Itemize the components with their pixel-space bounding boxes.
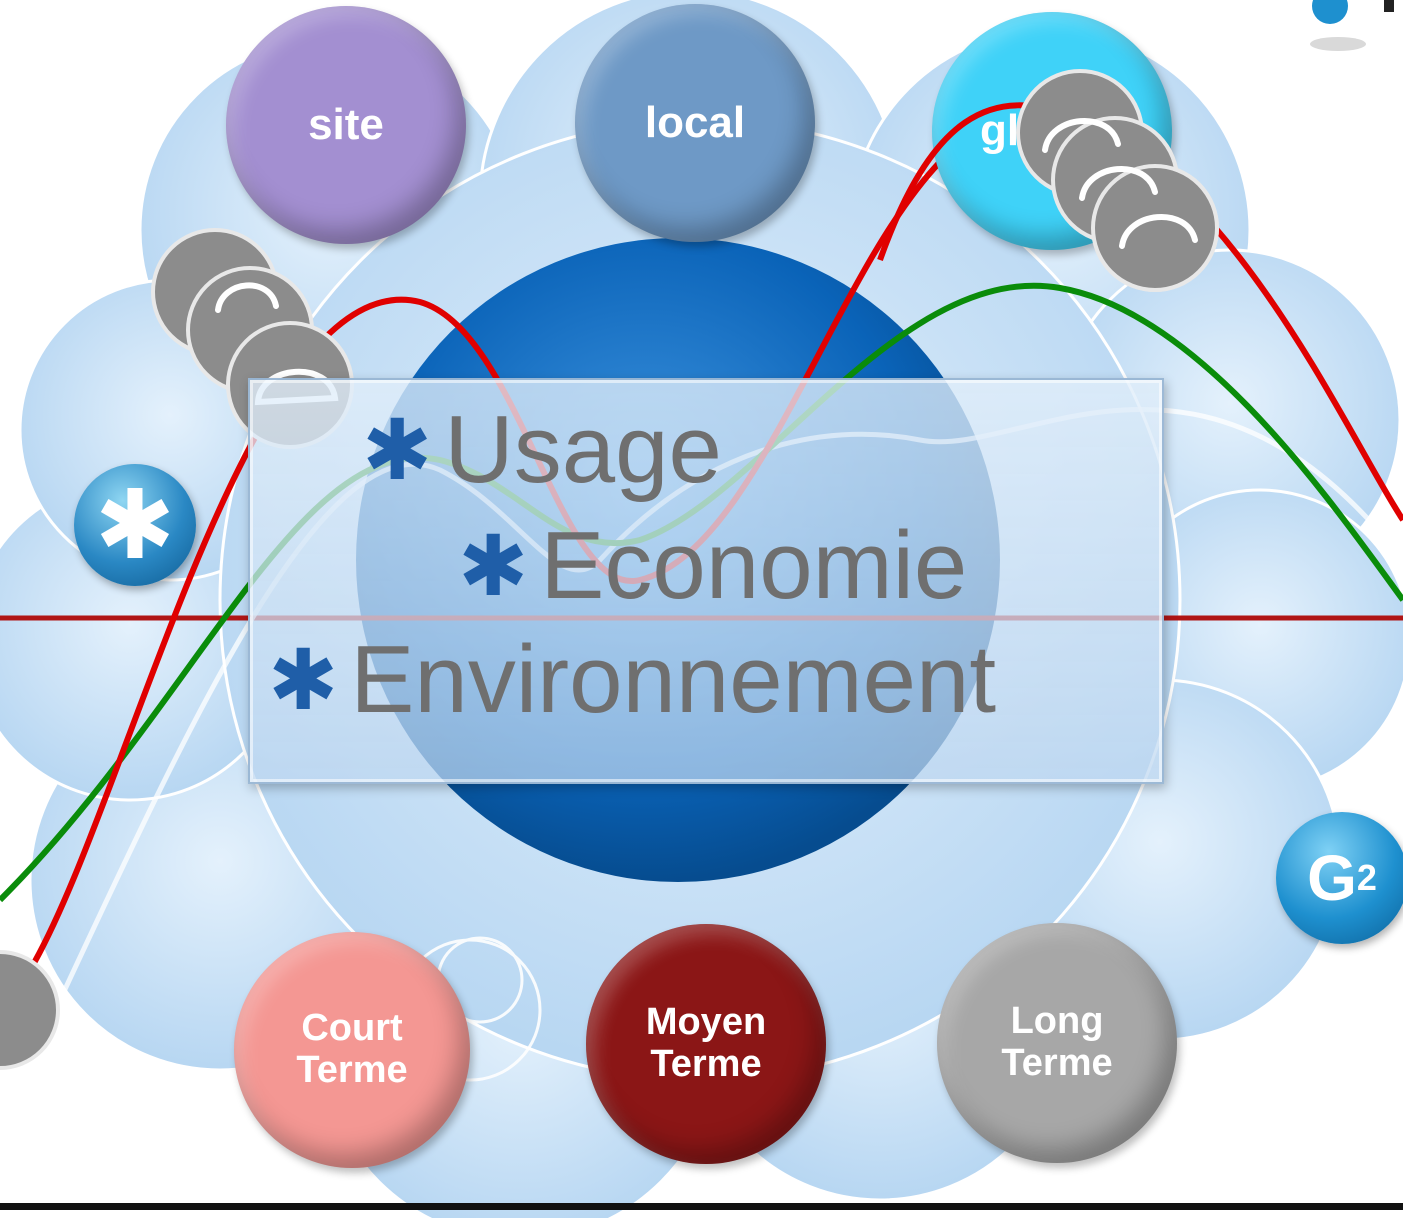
scope-bubble-global: gl bbox=[932, 12, 1172, 250]
term-bubble-court-label: Court Terme bbox=[296, 1007, 408, 1091]
term-bubble-moyen: Moyen Terme bbox=[586, 924, 826, 1164]
dragonfly-icon: ✱ bbox=[362, 403, 433, 497]
topic-usage: ✱ Usage bbox=[362, 402, 722, 498]
topic-economie-label: Economie bbox=[540, 512, 968, 619]
term-bubble-court: Court Terme bbox=[234, 932, 470, 1168]
scope-bubble-global-label: gl bbox=[980, 105, 1020, 155]
topic-usage-label: Usage bbox=[444, 396, 722, 503]
scope-bubble-local-label: local bbox=[644, 97, 746, 147]
dragonfly-icon: ✱ bbox=[268, 633, 339, 727]
topic-environnement: ✱ Environnement bbox=[268, 632, 996, 728]
bottom-rule bbox=[0, 1203, 1403, 1210]
electric-car-icon-cluster-bottom bbox=[0, 950, 60, 1070]
scope-bubble-site: site bbox=[226, 6, 466, 244]
scope-bubble-local: local bbox=[575, 4, 815, 242]
term-bubble-long: Long Terme bbox=[937, 923, 1177, 1163]
g2-logo-superscript: 2 bbox=[1356, 857, 1377, 898]
term-bubble-moyen-label: Moyen Terme bbox=[645, 1001, 767, 1085]
topic-economie: ✱ Economie bbox=[458, 518, 967, 614]
topic-environnement-label: Environnement bbox=[350, 626, 997, 733]
dragonfly-icon: ✱ bbox=[458, 519, 529, 613]
scope-bubble-site-label: site bbox=[308, 99, 384, 149]
corner-logo bbox=[1310, 0, 1394, 51]
topics-panel: ✱ Usage ✱ Economie ✱ Environnement bbox=[248, 378, 1164, 784]
term-bubble-long-label: Long Terme bbox=[1001, 1000, 1113, 1084]
g2-logo-mark: G bbox=[1307, 842, 1357, 914]
dragonfly-icon: ✱ bbox=[74, 464, 196, 586]
